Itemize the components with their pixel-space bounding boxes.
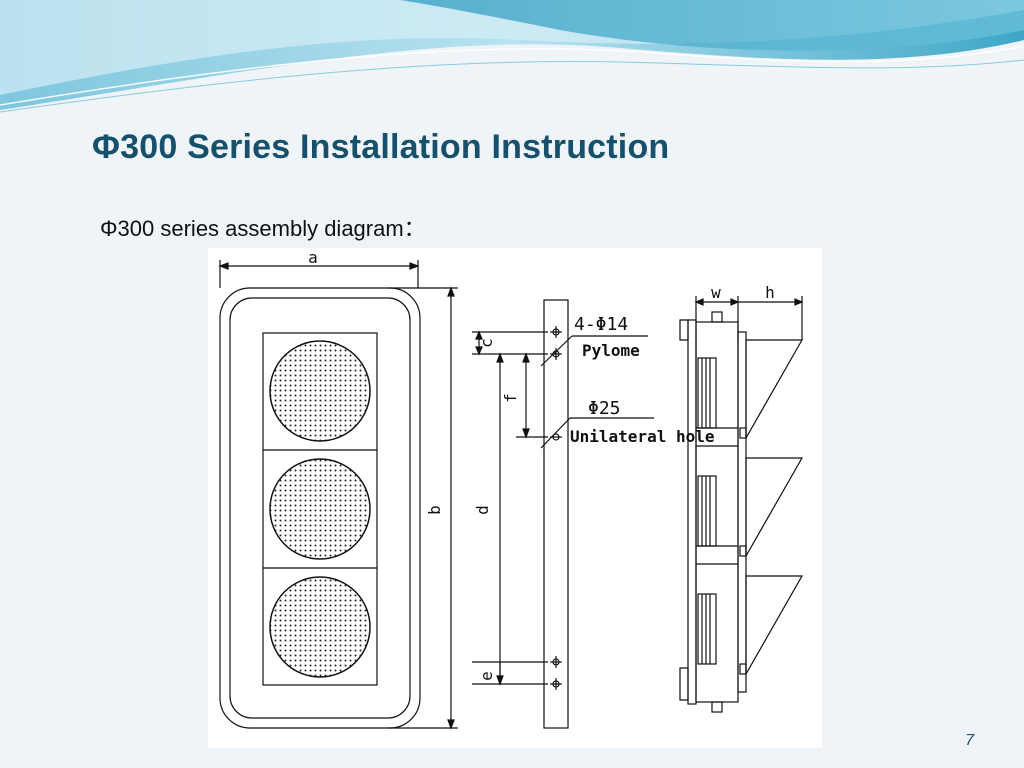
visor-bottom bbox=[745, 575, 804, 677]
slide-subtitle: Φ300 series assembly diagram： bbox=[100, 216, 426, 241]
slide-title: Φ300 Series Installation Instruction bbox=[92, 128, 670, 166]
bolt-holes bbox=[550, 326, 562, 690]
lamp-middle bbox=[269, 458, 371, 560]
top-lug bbox=[711, 311, 723, 323]
label-w: w bbox=[711, 283, 721, 302]
header-wave-decoration bbox=[0, 0, 1024, 113]
louver-top bbox=[697, 357, 717, 429]
assembly-diagram: a b bbox=[208, 248, 822, 748]
hole-marker bbox=[550, 326, 562, 338]
pole bbox=[543, 299, 569, 729]
louver-middle bbox=[697, 475, 717, 547]
label-b: b bbox=[425, 505, 444, 515]
dimension-a: a bbox=[218, 248, 420, 288]
front-view: a b bbox=[218, 248, 458, 730]
lamp-panel bbox=[262, 332, 378, 686]
dimension-w: w bbox=[694, 283, 740, 322]
label-c: c bbox=[477, 338, 496, 348]
visor-middle bbox=[745, 457, 804, 559]
lamp-bottom bbox=[269, 576, 371, 678]
label-f: f bbox=[501, 393, 520, 403]
dimension-d: d bbox=[473, 352, 504, 686]
hole-marker bbox=[550, 656, 562, 668]
bottom-lug bbox=[711, 701, 723, 713]
label-d: d bbox=[473, 505, 492, 515]
callout-unilateral-label: Unilateral hole bbox=[570, 427, 715, 446]
page-number: 7 bbox=[965, 732, 974, 749]
callout-bolt-holes: 4-Φ14 Pylome bbox=[540, 314, 648, 367]
housing-inner bbox=[229, 297, 411, 719]
louver-bottom bbox=[697, 593, 717, 665]
callout-pylome-label: Pylome bbox=[582, 341, 640, 360]
dimension-f: f bbox=[501, 352, 530, 439]
label-e: e bbox=[477, 671, 496, 681]
callout-diameter-label: Φ25 bbox=[588, 398, 621, 419]
visor-top bbox=[745, 339, 804, 441]
dimension-h: h bbox=[737, 283, 804, 340]
pole-view: c d f e bbox=[472, 299, 715, 729]
dimension-e: e bbox=[477, 662, 501, 684]
housing-outer bbox=[219, 287, 421, 729]
dimension-b: b bbox=[388, 286, 458, 730]
label-a: a bbox=[308, 248, 318, 267]
callout-unilateral-hole: Φ25 Unilateral hole bbox=[540, 398, 715, 449]
hole-marker bbox=[550, 348, 562, 360]
label-h: h bbox=[765, 283, 775, 302]
dimension-c: c bbox=[475, 330, 496, 356]
callout-bolt-holes-label: 4-Φ14 bbox=[574, 314, 628, 335]
lamp-top bbox=[269, 340, 371, 442]
hole-marker bbox=[550, 678, 562, 690]
side-view: w h bbox=[679, 283, 804, 713]
